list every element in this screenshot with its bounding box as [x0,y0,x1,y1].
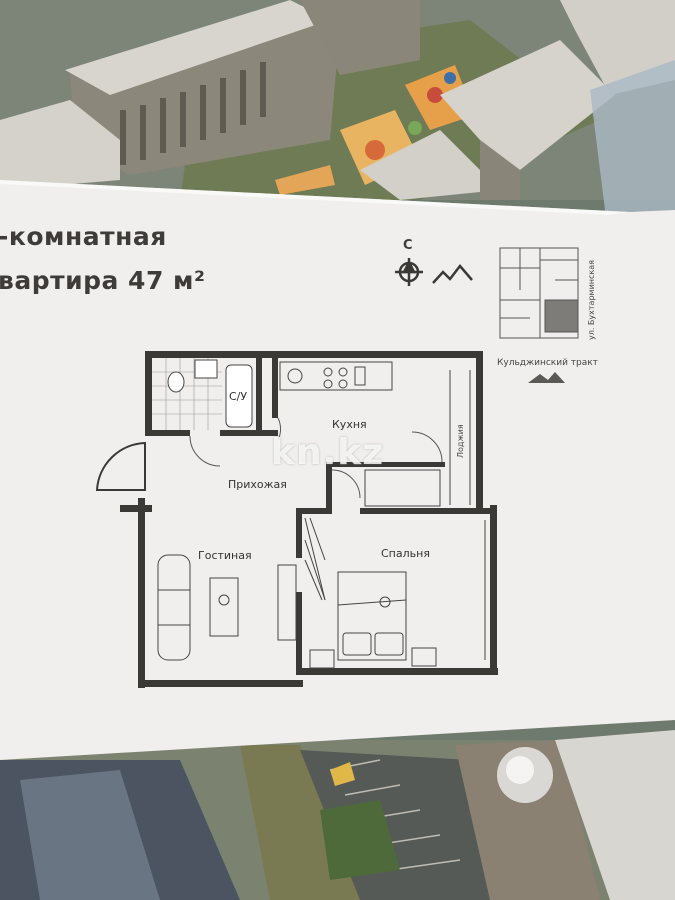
bathtub-icon [225,364,253,428]
room-label-hallway: Прихожая [228,478,287,491]
bed-icon [337,571,407,661]
compass-north-label: С [403,238,413,253]
street-label-right: ул. Бухтарминская [587,260,596,340]
floor-plan [95,351,498,688]
model-building-back [0,0,420,190]
room-label-bathroom: С/У [229,390,248,403]
room-label-loggia: Лоджия [456,424,465,458]
room-label-kitchen: Кухня [332,418,367,431]
watermark: kn.kz [271,432,385,473]
compass-icon [395,258,423,286]
toilet-icon [167,371,185,393]
room-label-bedroom: Спальня [381,547,430,560]
apartment-area-title: вартира 47 м² [0,266,206,295]
sofa-icon [157,554,191,661]
room-label-living-room: Гостиная [198,549,252,562]
apartment-type-title: -комнатная [0,222,167,251]
street-label-bottom: Кульджинский тракт [497,358,598,368]
mountains-icon [432,264,473,284]
coffee-table-icon [209,577,239,637]
model-building-left [65,0,340,175]
mountains-small-icon [528,372,565,383]
sink-icon [287,368,303,384]
location-minimap [499,247,579,339]
